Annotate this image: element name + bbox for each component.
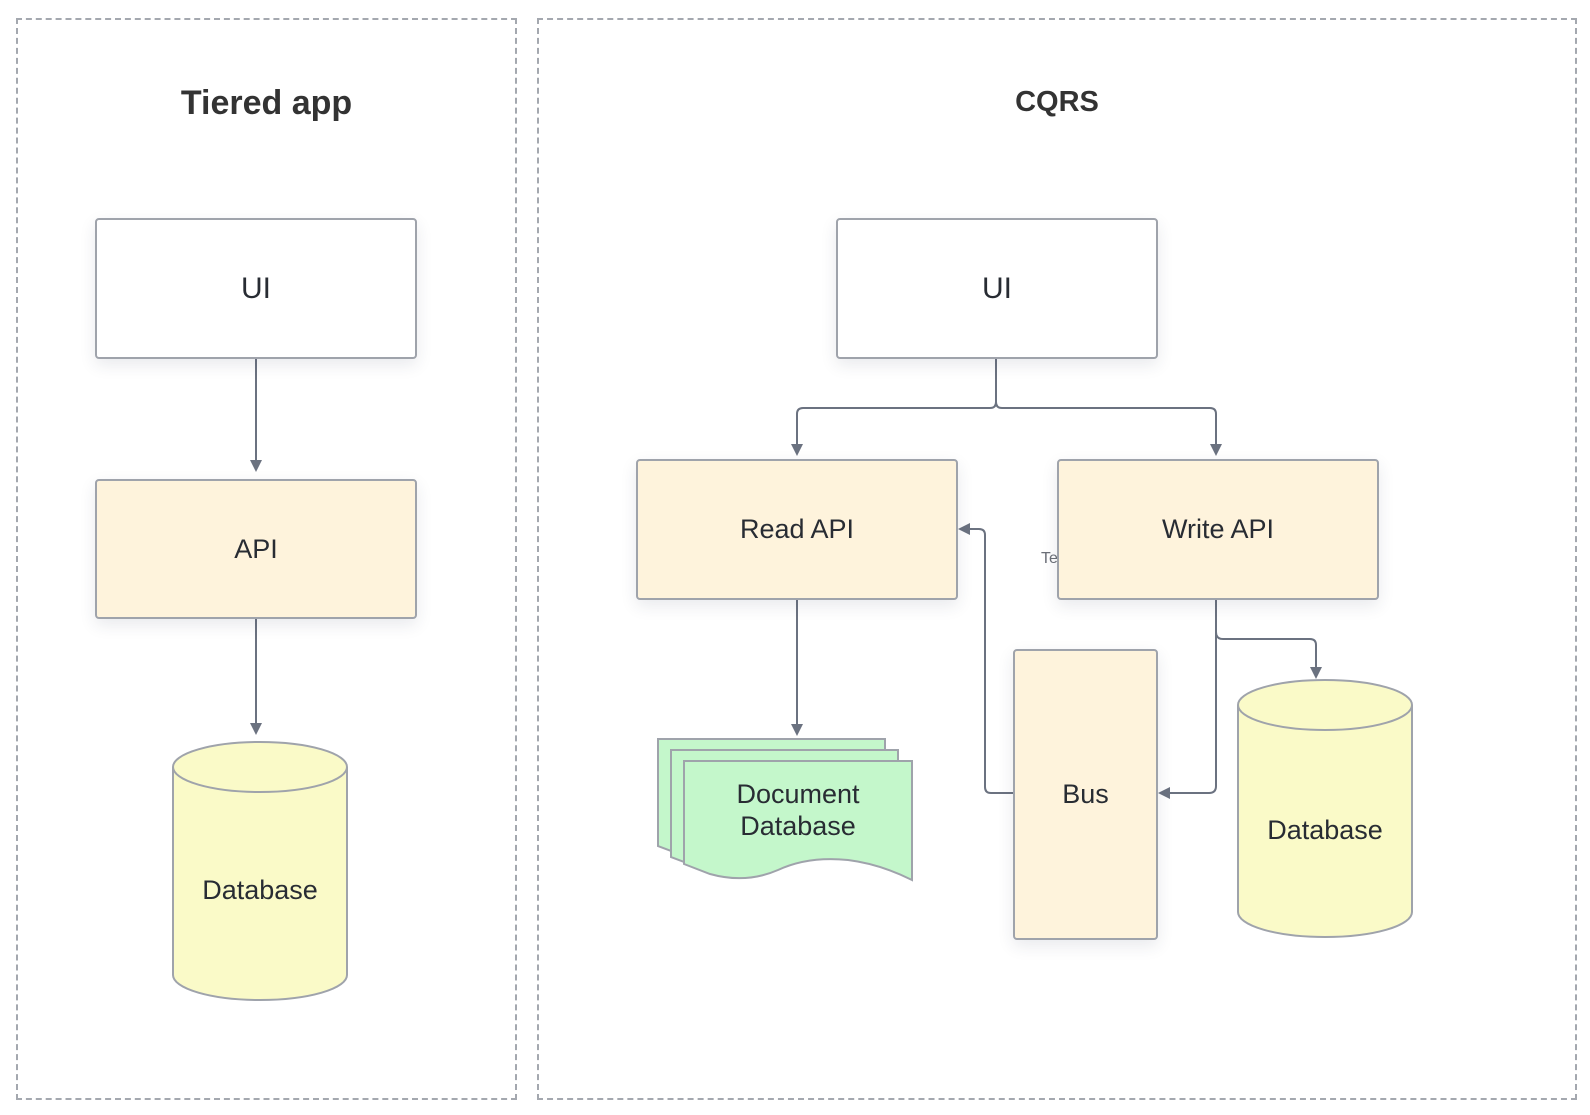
cqrs-database-label: Database bbox=[1267, 815, 1383, 845]
bus-label: Bus bbox=[1062, 779, 1109, 809]
tiered-ui-label: UI bbox=[241, 271, 271, 305]
tiered-api-label: API bbox=[234, 533, 278, 564]
document-database-shape bbox=[657, 738, 913, 882]
tiered-database-label: Database bbox=[202, 875, 318, 905]
read-api-box[interactable]: Read API bbox=[636, 459, 958, 600]
write-api-box[interactable]: Write API bbox=[1057, 459, 1379, 600]
bus-box[interactable]: Bus bbox=[1013, 649, 1158, 940]
tiered-app-panel: Tiered app bbox=[16, 18, 517, 1100]
cqrs-ui-box[interactable]: UI bbox=[836, 218, 1158, 359]
read-api-label: Read API bbox=[739, 514, 855, 544]
connector-ui-to-write-api bbox=[995, 401, 1222, 456]
connector-write-api-to-database bbox=[1215, 631, 1322, 679]
connector-write-api-to-bus bbox=[1158, 598, 1217, 799]
tiered-database-shape bbox=[172, 741, 348, 1001]
tiered-app-title: Tiered app bbox=[180, 84, 353, 122]
cqrs-title: CQRS bbox=[1015, 86, 1099, 118]
stray-text-fragment: Te bbox=[1041, 550, 1058, 567]
tiered-ui-box[interactable]: UI bbox=[95, 218, 417, 359]
cqrs-database-shape bbox=[1237, 679, 1413, 938]
document-database-label: Document Database bbox=[736, 779, 860, 841]
cqrs-panel: CQRS bbox=[537, 18, 1577, 1100]
write-api-label: Write API bbox=[1161, 514, 1275, 544]
connector-bus-to-read-api bbox=[958, 523, 1013, 794]
tiered-api-box[interactable]: API bbox=[95, 479, 417, 619]
cqrs-ui-label: UI bbox=[982, 271, 1012, 305]
